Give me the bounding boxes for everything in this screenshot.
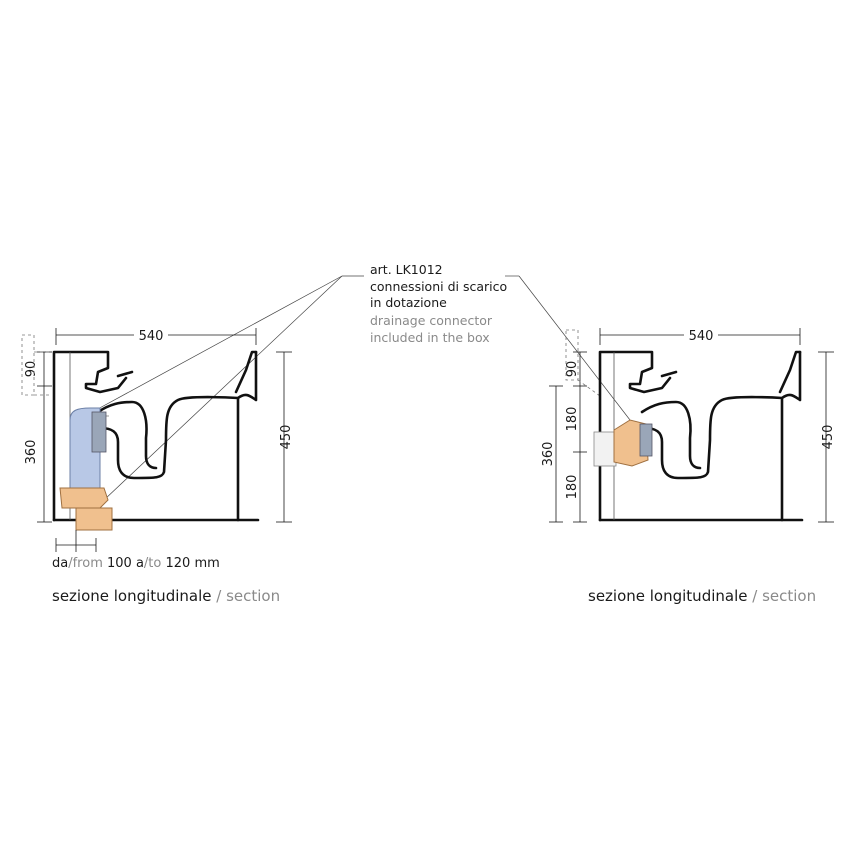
pipe-socket [639,423,653,457]
width-dimension: 540 [139,329,164,344]
height-dimension: 450 [821,425,836,450]
callout-line-4: included in the box [370,330,490,345]
toilet-body-outline [52,350,128,522]
top-dimension: 90 [565,361,580,378]
side-dimension: 360 [541,442,556,467]
rim-lip-outline [778,350,802,394]
width-dimension: 540 [689,329,714,344]
offset-dimension-label: da/from 100 a/to 120 mm [52,556,220,571]
pipe-socket [91,411,107,453]
height-dimension: 450 [279,425,294,450]
lower-180-dimension: 180 [565,475,580,500]
callout-title: art. LK1012 [370,262,443,277]
callout-line-2: in dotazione [370,295,447,310]
drain-connector-orange [59,487,109,509]
trapway-outline [98,395,240,522]
drain-connector-stem [75,507,113,531]
callout-line-3: drainage connector [370,313,493,328]
drain-connector-orange [613,419,649,467]
right-caption: sezione longitudinale / section [588,587,816,605]
wall-sleeve [593,431,617,467]
toilet-body-outline [598,350,672,522]
left-section-view: 540 450 90 360 [21,326,294,605]
leader-line [518,275,631,421]
leader-line [103,275,343,501]
callout-line-1: connessioni di scarico [370,279,507,294]
bowl-inner-outline [96,400,158,470]
side-dimension: 360 [24,440,39,465]
left-caption: sezione longitudinale / section [52,587,280,605]
callout: art. LK1012 connessioni di scarico in do… [95,262,631,501]
rim-outline [780,350,802,402]
right-section-view: 540 450 90 180 180 360 [541,326,836,605]
top-dimension: 90 [24,361,39,378]
trapway-outline [642,395,784,522]
upper-180-dimension: 180 [565,407,580,432]
rim-lip-outline [234,350,258,394]
leader-line [95,275,343,411]
bowl-inner-outline [640,400,702,470]
rim-outline [236,350,258,402]
